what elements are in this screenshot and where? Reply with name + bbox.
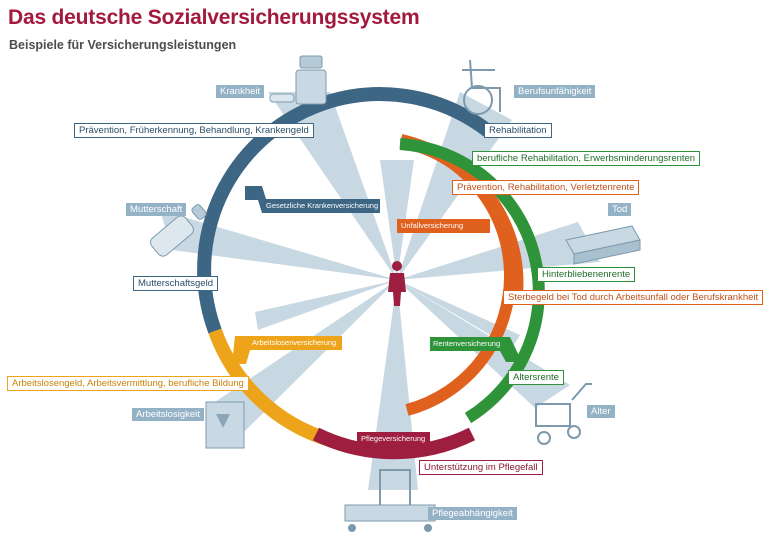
benefit-praevention-kv: Prävention, Früherkennung, Behandlung, K… [74, 123, 314, 138]
benefit-berufliche-reha: berufliche Rehabilitation, Erwerbsminder… [472, 151, 701, 166]
ray-minor-2 [255, 280, 397, 330]
benefit-praevention-uv: Prävention, Rehabilitation, Verletztenre… [452, 180, 640, 195]
risk-arbeitslosigkeit: Arbeitslosigkeit [132, 408, 204, 421]
benefit-altersrente: Altersrente [508, 370, 564, 385]
risk-alter: Alter [587, 405, 615, 418]
ray-mutterschaft [160, 210, 397, 280]
risk-berufsunfaehigkeit: Berufsunfähigkeit [514, 85, 596, 98]
pflege-tab-label: Pflegeversicherung [361, 434, 426, 443]
insurance-tabs [232, 186, 522, 446]
tab-unfall [397, 219, 490, 233]
risk-krankheit: Krankheit [216, 85, 265, 98]
risk-pflegeabhaengigkeit: Pflegeabhängigkeit [428, 507, 517, 520]
ray-tod [397, 222, 600, 280]
person-icon [388, 261, 406, 306]
walker-icon [535, 383, 592, 445]
risk-mutterschaft: Mutterschaft [126, 203, 187, 216]
benefit-hinterbliebenenrente: Hinterbliebenenrente [537, 267, 636, 282]
risk-tod: Tod [608, 203, 632, 216]
baby-bottle-icon [150, 204, 207, 257]
machine-icon [205, 401, 245, 449]
tab-kranken [245, 186, 380, 213]
benefit-sterbegeld: Sterbegeld bei Tod durch Arbeitsunfall o… [503, 290, 764, 305]
wheelchair-icon [462, 59, 501, 115]
pill-bottle-icon [269, 55, 327, 105]
ray-minor-3 [397, 280, 520, 348]
benefit-arbeitslosengeld: Arbeitslosengeld, Arbeitsvermittlung, be… [7, 376, 249, 391]
kranken-tab-label: Gesetzliche Krankenversicherung [266, 201, 379, 210]
tab-arbeitslosen [232, 336, 342, 364]
unfall-tab-label: Unfallversicherung [401, 221, 464, 230]
ray-krankheit [268, 92, 397, 280]
coffin-icon [565, 225, 641, 265]
arc-arbeitslosenversicherung [208, 328, 333, 447]
benefit-unterstuetzung: Unterstützung im Pflegefall [419, 460, 543, 475]
tab-pflege [357, 432, 430, 446]
renten-tab-label: Rentenversicherung [433, 339, 501, 348]
benefit-mutterschaftsgeld: Mutterschaftsgeld [133, 276, 218, 291]
tab-renten [430, 337, 522, 362]
arc-pflegeversicherung [312, 427, 476, 460]
page-title: Das deutsche Sozialversicherungssystem [8, 6, 420, 29]
care-bed-icon [344, 469, 436, 532]
benefit-rehabilitation: Rehabilitation [484, 123, 552, 138]
arbeitslosen-tab-label: Arbeitslosenversicherung [252, 338, 337, 347]
page-subtitle: Beispiele für Versicherungsleistungen [9, 38, 237, 52]
